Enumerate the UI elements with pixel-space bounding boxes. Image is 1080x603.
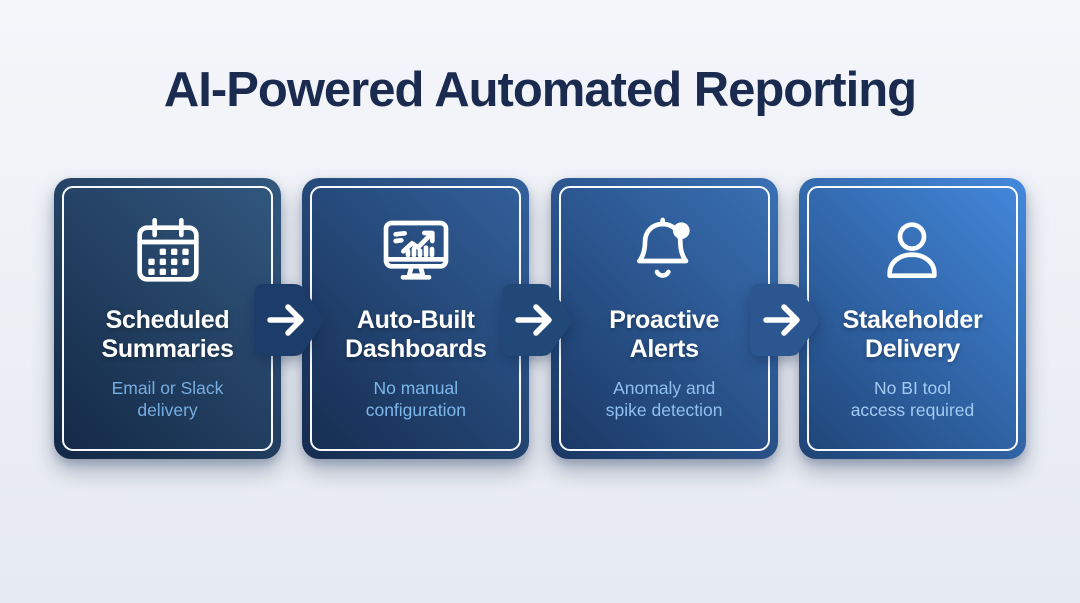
step-subtitle: No BI tool access required bbox=[850, 377, 975, 420]
step-card-proactive-alerts: Proactive Alerts Anomaly and spike detec… bbox=[550, 178, 778, 459]
step-heading: Scheduled Summaries bbox=[101, 306, 234, 364]
step-card-stakeholder-delivery: Stakeholder Delivery No BI tool access r… bbox=[798, 178, 1026, 459]
arrow-right-icon bbox=[750, 284, 819, 356]
step-subtitle: Anomaly and spike detection bbox=[605, 377, 723, 420]
alert-bell-icon bbox=[624, 211, 704, 291]
page-title: AI-Powered Automated Reporting bbox=[163, 63, 917, 117]
step-heading: Stakeholder Delivery bbox=[842, 306, 983, 364]
page-header: AI-Powered Automated Reporting bbox=[0, 62, 1080, 118]
step-heading: Proactive Alerts bbox=[609, 306, 720, 364]
dashboard-monitor-icon bbox=[376, 211, 456, 291]
calendar-icon bbox=[128, 211, 208, 291]
step-card-auto-built-dashboards: Auto-Built Dashboards No manual configur… bbox=[302, 178, 530, 459]
step-card-scheduled-summaries: Scheduled Summaries Email or Slack deliv… bbox=[54, 178, 281, 459]
step-subtitle: No manual configuration bbox=[365, 377, 466, 420]
user-icon bbox=[872, 211, 952, 291]
arrow-right-icon bbox=[254, 284, 323, 356]
step-heading: Auto-Built Dashboards bbox=[345, 306, 487, 364]
arrow-right-icon bbox=[502, 284, 571, 356]
step-subtitle: Email or Slack delivery bbox=[111, 377, 224, 420]
